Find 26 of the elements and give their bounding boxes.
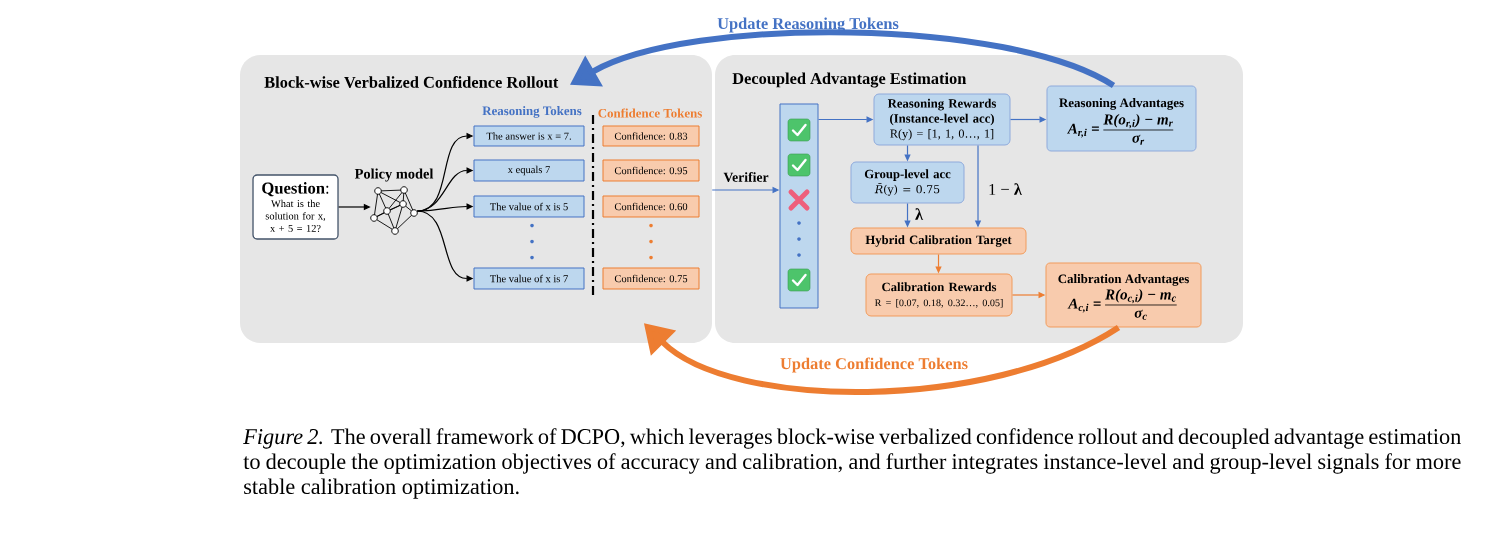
formula: A$_{c,i}$ = R(o$_{c,i}$) − m$_{c}$ σ$_{c}$ <box>1067 289 1178 320</box>
process-box: Calibration Rewards R = [0.07, 0.18, 0.32…, 0.05] <box>865 273 1013 317</box>
edge-label: Update Confidence Tokens <box>780 357 968 373</box>
token-box: Confidence: 0.83 <box>602 125 700 147</box>
token-box: The value of x is 7 <box>473 267 585 290</box>
edge-label: Verifier <box>723 172 769 182</box>
token-box: Confidence: 0.75 <box>602 267 700 290</box>
process-box: Reasoning Rewards (Instance-level acc) R(y) = [1, 1, 0…, 1] <box>873 93 1011 146</box>
process-box: Group-level acc R̄(y) = 0.75 <box>850 161 965 204</box>
token-box: The value of x is 5 <box>473 195 585 218</box>
caption: Figure 2. The overall framework of DCPO, which leverages block-wise verbalized confidence rollout and decoupled advantage estimation to decouple the optimization objectives of accuracy and calibration, and further integrates instance-level and group-level signals for more stable calibration optimization. <box>243 428 1461 499</box>
edge-label: λ <box>915 208 924 220</box>
question-box: Question: What is the solution for x, x + 5 = 12? <box>252 174 339 240</box>
process-box: Hybrid Calibration Target <box>850 227 1027 255</box>
column-header: Reasoning Tokens <box>482 106 582 118</box>
token-box: Confidence: 0.60 <box>602 195 700 218</box>
edge-label: Update Reasoning Tokens <box>717 17 899 33</box>
token-box: The answer is x = 7. <box>473 125 585 147</box>
panel-title: Decoupled Advantage Estimation <box>732 72 967 88</box>
node-label: Policy model <box>354 168 434 182</box>
token-box: x equals 7 <box>473 159 585 182</box>
column-header: Confidence Tokens <box>598 108 702 118</box>
edge-label: 1 − λ <box>989 183 1022 195</box>
formula: A$_{r,i}$ = R(o$_{r,i}$) − m$_{r}$ σ$_{r}$ <box>1067 114 1174 145</box>
panel-title: Block-wise Verbalized Confidence Rollout <box>264 76 559 88</box>
token-box: Confidence: 0.95 <box>602 159 700 182</box>
